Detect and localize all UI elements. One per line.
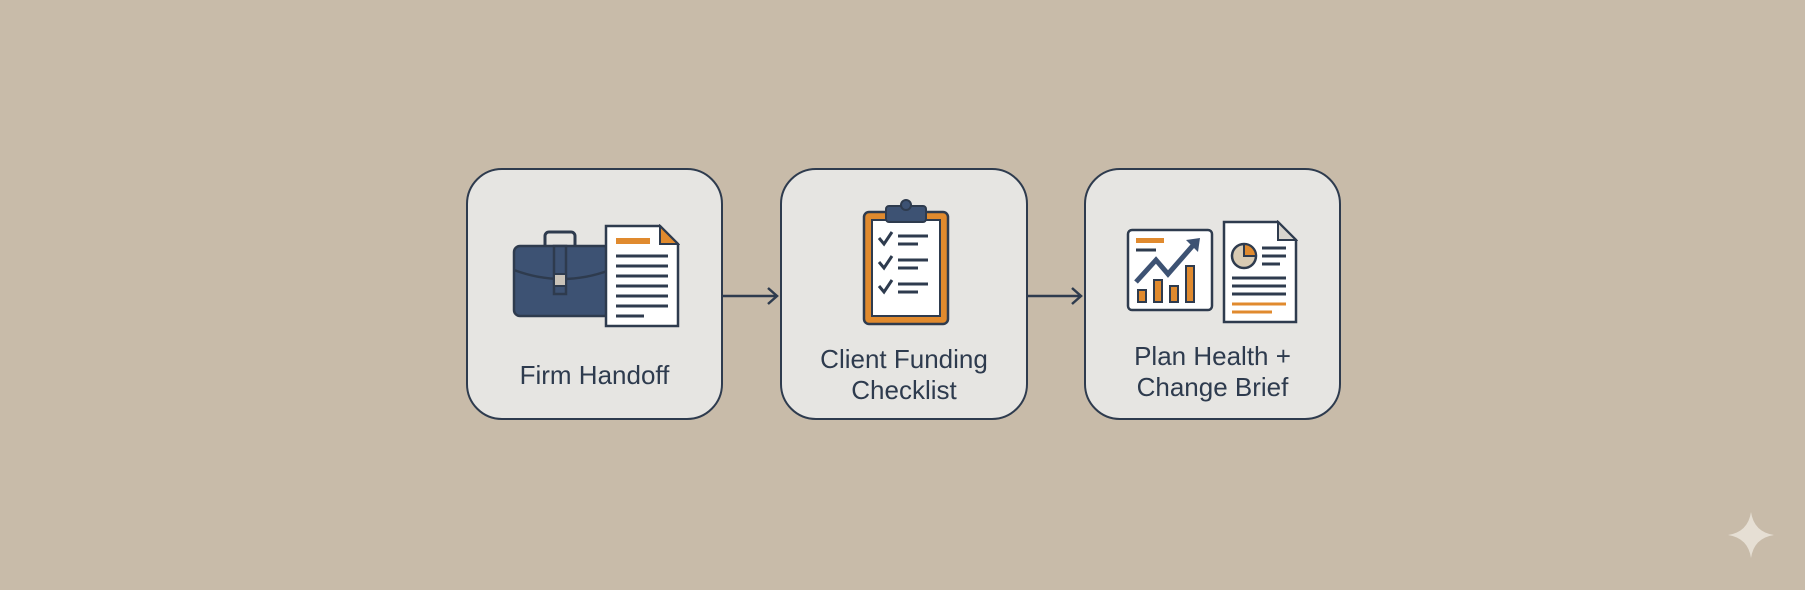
arrow-right-icon — [723, 287, 779, 305]
label-line: Plan Health + — [1134, 341, 1291, 371]
label-line: Change Brief — [1136, 372, 1289, 402]
document-icon — [604, 224, 680, 328]
label-line: Firm Handoff — [519, 360, 670, 390]
label-line: Checklist — [851, 375, 957, 405]
clipboard-checklist-icon — [862, 199, 950, 326]
step-label: Plan Health + Change Brief — [1086, 341, 1339, 403]
step-firm-handoff: Firm Handoff — [466, 168, 723, 420]
arrow-right-icon — [1028, 287, 1083, 305]
briefcase-icon — [512, 230, 612, 318]
step-label: Client Funding Checklist — [782, 344, 1026, 406]
step-label: Firm Handoff — [468, 360, 721, 391]
step-client-funding-checklist: Client Funding Checklist — [780, 168, 1028, 420]
report-document-icon — [1222, 220, 1298, 324]
sparkle-icon — [1728, 512, 1774, 558]
label-line: Client Funding — [820, 344, 988, 374]
step-plan-health-change-brief: Plan Health + Change Brief — [1084, 168, 1341, 420]
growth-chart-icon — [1126, 228, 1214, 312]
